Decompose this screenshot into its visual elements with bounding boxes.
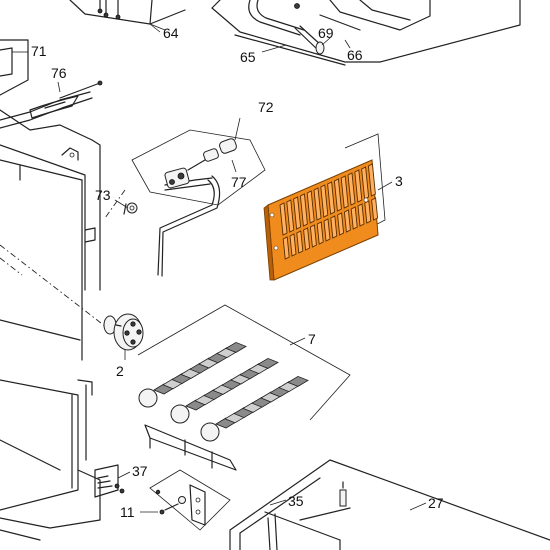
plate-slot xyxy=(330,215,338,239)
label-69: 69 xyxy=(318,25,334,41)
label-77: 77 xyxy=(231,174,247,190)
part-3-burner-plate-highlight xyxy=(263,133,386,281)
label-37: 37 xyxy=(132,463,148,479)
burner-tube-segment xyxy=(257,357,279,369)
leader-lines xyxy=(12,23,427,513)
label-7: 7 xyxy=(308,331,316,347)
plate-slot xyxy=(306,190,315,224)
label-64: 64 xyxy=(163,25,179,41)
plate-slot xyxy=(293,196,302,230)
part-64-bracket xyxy=(69,0,186,33)
plate-slot xyxy=(296,230,304,254)
label-65: 65 xyxy=(240,49,256,65)
plate-slot xyxy=(313,187,322,221)
label-66: 66 xyxy=(347,47,363,63)
plate-slot xyxy=(282,236,290,260)
plate-slot xyxy=(303,227,311,251)
part-2-burner-head xyxy=(103,313,144,351)
plate-slot xyxy=(327,181,336,215)
label-11: 11 xyxy=(120,504,135,520)
label-71: 71 xyxy=(31,43,47,59)
parts-35-27-base xyxy=(229,459,550,550)
plate-slot xyxy=(347,172,356,206)
plate-slot xyxy=(320,184,329,218)
plate-slot xyxy=(361,166,370,200)
burner-tube-segment xyxy=(225,341,247,353)
label-72: 72 xyxy=(258,99,274,115)
plate-slot xyxy=(371,197,379,221)
label-2: 2 xyxy=(116,363,124,379)
part-labels: 64 65 69 66 71 76 72 77 73 3 2 7 37 11 3… xyxy=(31,25,444,520)
plate-slot xyxy=(316,221,324,245)
plate-slot xyxy=(350,206,358,230)
label-27: 27 xyxy=(428,495,444,511)
plate-slot xyxy=(354,169,363,203)
cabinet-body xyxy=(0,39,103,541)
plate-slot xyxy=(299,193,308,227)
plate-slot xyxy=(343,209,351,233)
plate-slot xyxy=(357,203,365,227)
label-76: 76 xyxy=(51,65,67,81)
plate-slot xyxy=(337,212,345,236)
label-73: 73 xyxy=(95,187,111,203)
label-3: 3 xyxy=(395,173,403,189)
plate-slot xyxy=(323,218,331,242)
part-37-bracket xyxy=(94,464,125,498)
plate-slot xyxy=(309,224,317,248)
plate-slot xyxy=(289,233,297,257)
burner-plate-edge xyxy=(263,204,275,281)
part-72-gas-tube-assembly xyxy=(123,129,266,277)
burner-tube-segment xyxy=(287,375,309,387)
part-7-burner-bank xyxy=(137,304,351,471)
part-11-bracket xyxy=(149,469,231,531)
plate-slot xyxy=(286,199,295,233)
parts-65-66-69-tray xyxy=(211,0,521,66)
plate-slot xyxy=(340,175,349,209)
label-35: 35 xyxy=(288,493,304,509)
plate-slot xyxy=(367,163,376,197)
plate-slot xyxy=(333,178,342,212)
plate-slot xyxy=(279,202,288,236)
